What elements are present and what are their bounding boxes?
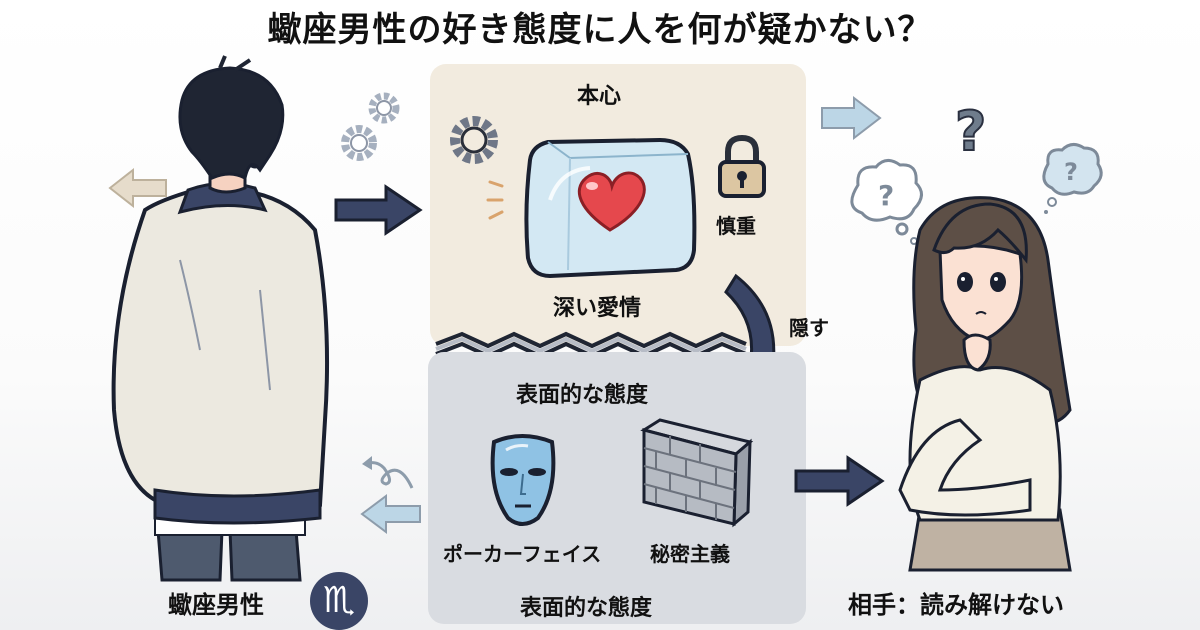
hide-label: 隠す xyxy=(789,316,829,340)
arrow-right-icon xyxy=(820,95,882,144)
partner-label: 相手：読み解けない xyxy=(848,591,1064,619)
thought-bubble-question-icon: ? xyxy=(1036,140,1106,224)
secretive-label: 秘密主義 xyxy=(650,542,730,566)
svg-text:?: ? xyxy=(1064,158,1078,186)
scorpio-man-label: 蠍座男性 xyxy=(168,591,264,619)
ice-cube-heart-icon xyxy=(520,130,702,286)
page-title: 蠍座男性の好き態度に人を何が疑かない？ xyxy=(267,10,933,50)
thought-bubble-question-icon: ? xyxy=(842,155,932,249)
surface-attitude-footer: 表面的な態度 xyxy=(520,596,653,621)
gear-icon xyxy=(444,110,504,174)
cautious-label: 慎重 xyxy=(716,214,756,238)
mask-icon xyxy=(488,430,558,534)
surface-attitude-heading: 表面的な態度 xyxy=(516,383,649,408)
scorpio-symbol-icon: ♏ xyxy=(310,572,368,630)
loop-arrow-icon xyxy=(360,452,416,496)
gear-icon xyxy=(336,120,382,170)
brick-wall-icon xyxy=(640,418,754,534)
arrow-right-icon xyxy=(794,455,885,510)
true-feelings-heading: 本心 xyxy=(577,84,622,109)
lock-icon xyxy=(716,134,768,204)
arrow-left-icon xyxy=(108,167,168,212)
arrow-right-icon xyxy=(334,184,423,239)
svg-text:?: ? xyxy=(878,179,894,212)
man-illustration xyxy=(111,55,330,582)
woman-illustration xyxy=(898,196,1072,572)
woman-figure xyxy=(880,190,1080,572)
sparkle-lines xyxy=(486,178,512,228)
question-mark-icon: ? xyxy=(954,99,987,164)
deep-love-label: 深い愛情 xyxy=(553,296,642,321)
arrow-left-icon xyxy=(360,494,422,538)
scorpio-man-figure xyxy=(100,55,340,582)
gear-icon xyxy=(364,88,404,132)
poker-face-label: ポーカーフェイス xyxy=(443,542,602,566)
